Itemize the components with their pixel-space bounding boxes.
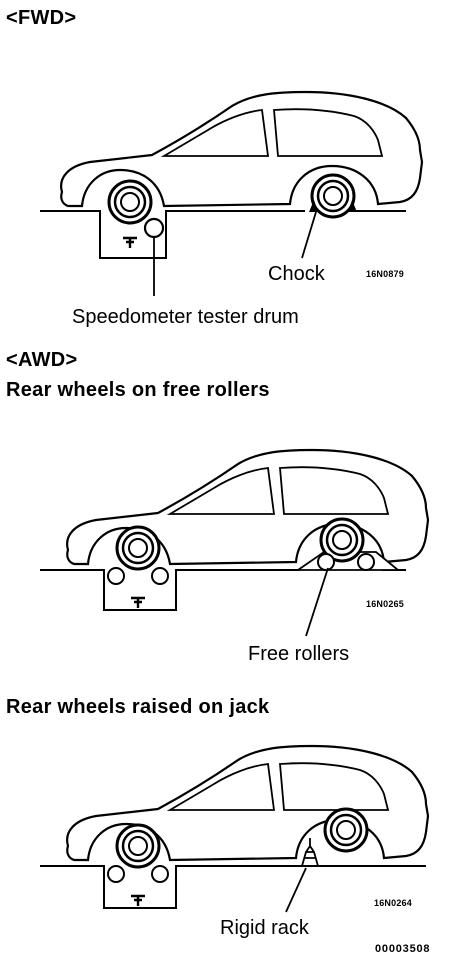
awd-heading: <AWD> bbox=[6, 349, 78, 371]
free-rollers-title: Rear wheels on free rollers bbox=[6, 379, 270, 401]
front-roller-left bbox=[107, 567, 125, 585]
free-rollers-label: Free rollers bbox=[248, 643, 350, 665]
fwd-rear-wheel bbox=[310, 173, 356, 219]
front-roller-right bbox=[151, 865, 169, 883]
rear-roller-right bbox=[357, 553, 375, 571]
front-roller-left bbox=[107, 865, 125, 883]
speedometer-drum-label: Speedometer tester drum bbox=[72, 306, 299, 328]
jack-front-wheel bbox=[115, 823, 161, 869]
ground-line bbox=[40, 569, 406, 611]
free-rollers-front-wheel bbox=[115, 525, 161, 571]
tester-mark bbox=[121, 236, 139, 250]
ground-line bbox=[40, 210, 406, 259]
rigid-rack-leader bbox=[285, 867, 307, 913]
jack-figure bbox=[40, 744, 430, 913]
tester-mark bbox=[129, 596, 147, 610]
fwd-heading: <FWD> bbox=[6, 7, 77, 29]
chock-blocks bbox=[309, 200, 357, 212]
ground-line bbox=[40, 865, 426, 909]
rigid-rack-label: Rigid rack bbox=[220, 917, 309, 939]
fwd-front-wheel bbox=[107, 179, 153, 225]
jack-rear-wheel bbox=[323, 807, 369, 853]
free-rollers-figure-code: 16N0265 bbox=[366, 599, 404, 609]
rigid-rack bbox=[301, 838, 319, 867]
fwd-figure-code: 16N0879 bbox=[366, 269, 404, 279]
document-code: 00003508 bbox=[375, 943, 431, 955]
chock-leader bbox=[301, 211, 317, 259]
tester-mark bbox=[129, 894, 147, 908]
rear-roller-left bbox=[317, 553, 335, 571]
speedometer-drum bbox=[143, 217, 165, 239]
front-roller-right bbox=[151, 567, 169, 585]
jack-figure-code: 16N0264 bbox=[374, 898, 412, 908]
free-rollers-figure bbox=[40, 448, 430, 637]
jack-title: Rear wheels raised on jack bbox=[6, 696, 270, 718]
chock-label: Chock bbox=[268, 263, 325, 285]
fwd-figure bbox=[40, 90, 424, 296]
free-rollers-leader bbox=[305, 567, 329, 637]
